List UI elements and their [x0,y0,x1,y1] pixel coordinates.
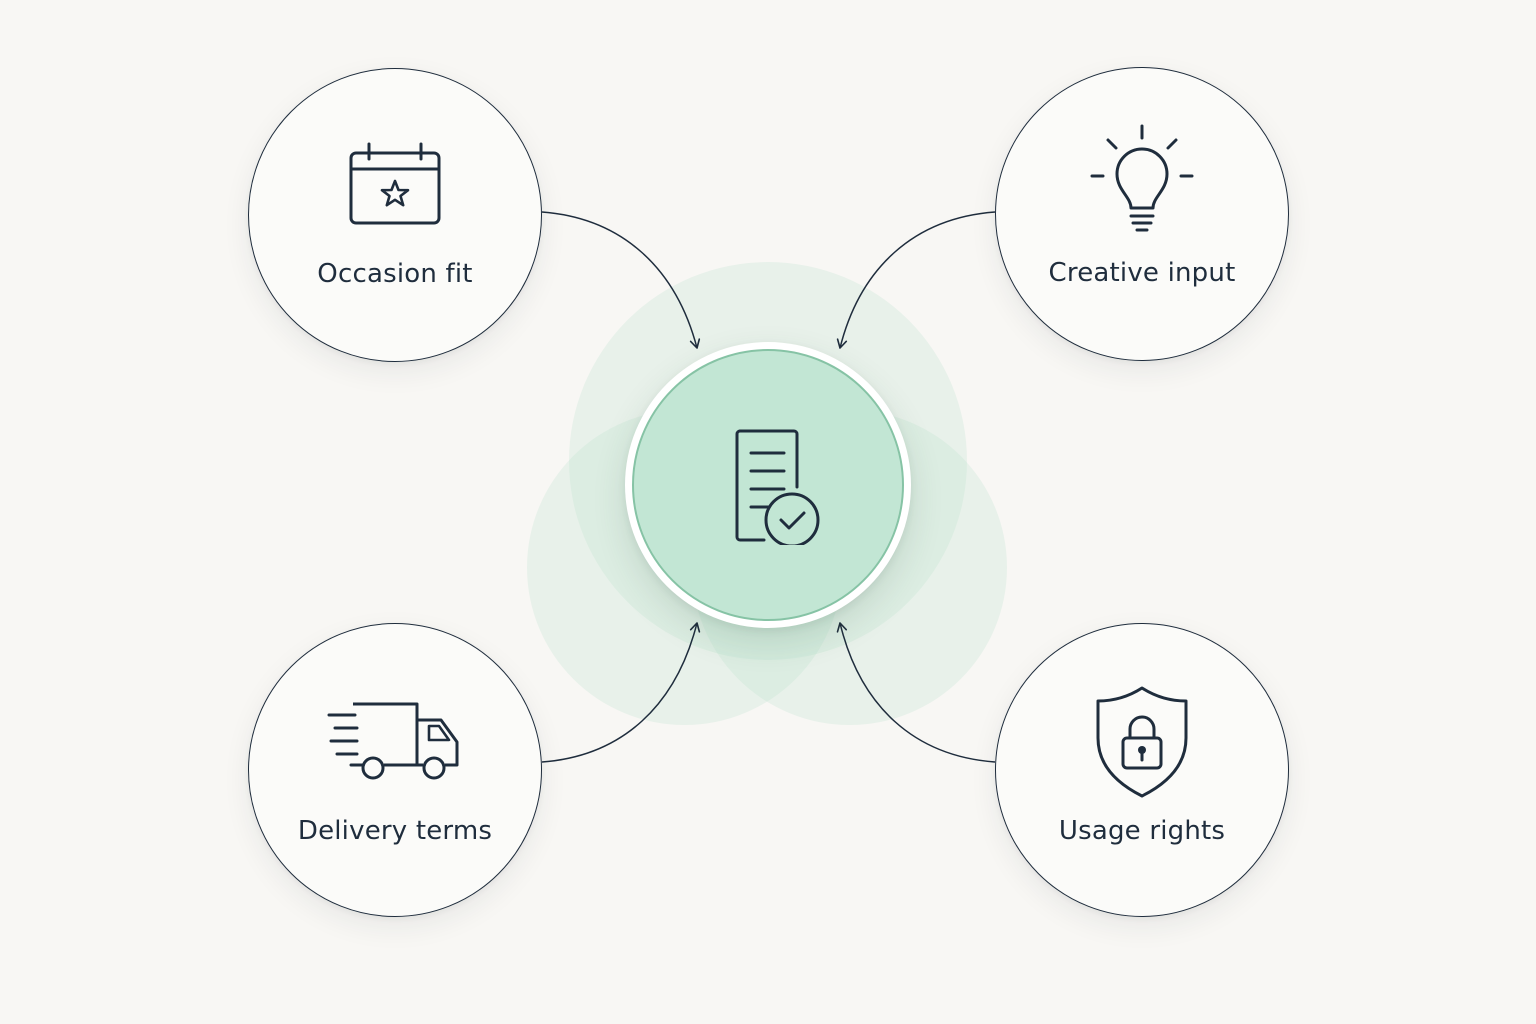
center-node [625,342,911,628]
node-usage-rights: Usage rights [995,623,1289,917]
contract-check-icon [706,421,830,549]
node-occasion-fit: Occasion fit [248,68,542,362]
lightbulb-icon [1090,124,1194,240]
node-label: Creative input [1048,258,1236,288]
node-label: Usage rights [1058,816,1226,846]
shield-lock-icon [1094,684,1190,804]
arrow-occasion-to-center [541,211,701,349]
node-label: Delivery terms [297,816,493,846]
arrow-usage-to-center [836,622,996,763]
node-label: Occasion fit [317,259,473,289]
node-creative-input: Creative input [995,67,1289,361]
arrow-delivery-to-center [541,622,701,763]
delivery-truck-icon [327,698,463,786]
center-node-fill [632,349,904,621]
calendar-star-icon [347,141,443,231]
node-delivery-terms: Delivery terms [248,623,542,917]
arrow-creative-to-center [836,211,996,349]
